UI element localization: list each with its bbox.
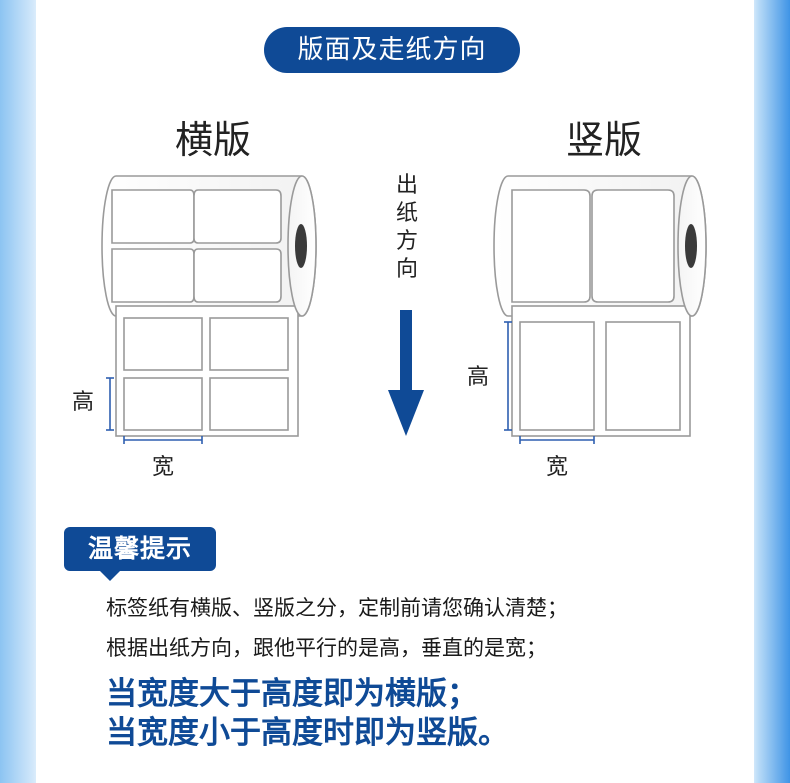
tips-badge: 温馨提示 — [64, 527, 216, 581]
horizontal-width-label: 宽 — [152, 455, 175, 480]
vertical-title: 竖版 — [566, 118, 643, 162]
horizontal-dimensions — [106, 377, 203, 444]
tip-emphasis-1: 当宽度大于高度即为横版； — [106, 676, 478, 712]
vertical-dimensions — [504, 321, 595, 444]
tip-emphasis-2: 当宽度小于高度时即为竖版。 — [106, 715, 509, 751]
feed-direction-label: 出纸方向 — [395, 173, 418, 282]
vertical-height-label: 高 — [467, 365, 490, 390]
vertical-roll — [493, 175, 707, 437]
tip-line-2: 根据出纸方向，跟他平行的是高，垂直的是宽； — [106, 636, 547, 660]
horizontal-roll — [101, 175, 317, 437]
roll-core-icon — [685, 224, 697, 268]
horizontal-title: 横版 — [175, 118, 252, 162]
horizontal-height-label: 高 — [72, 390, 95, 415]
roll-core-icon — [295, 224, 307, 268]
down-arrow-icon — [388, 310, 424, 436]
section-title: 版面及走纸方向 — [264, 27, 520, 73]
vertical-width-label: 宽 — [546, 455, 569, 480]
tip-line-1: 标签纸有横版、竖版之分，定制前请您确认清楚； — [106, 596, 568, 620]
